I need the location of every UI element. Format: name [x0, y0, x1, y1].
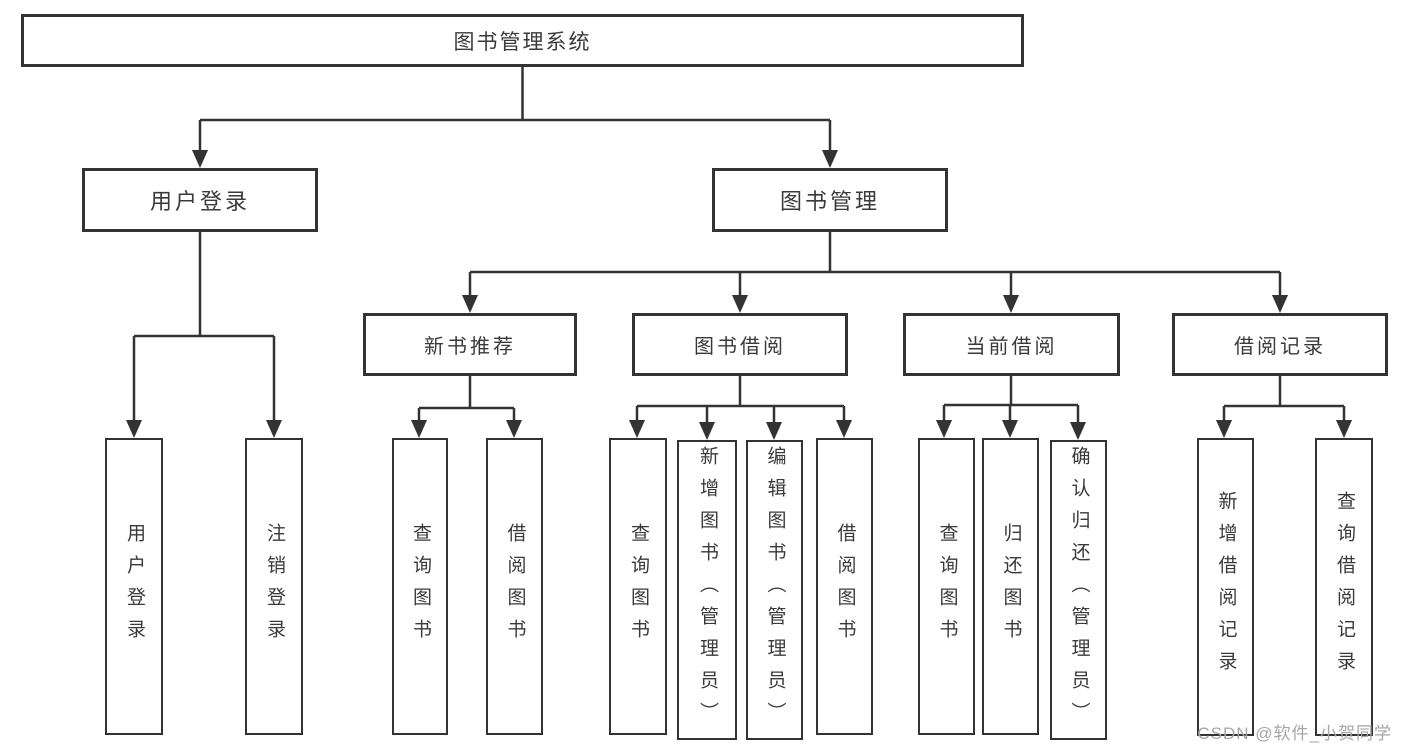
node-current-borrow-label: 当前借阅: [965, 336, 1058, 358]
node-current-borrow: 当前借阅: [903, 313, 1120, 376]
leaf-current-query-books: 查询图书: [918, 438, 975, 735]
leaf-current-confirm-return-admin-label: 确认归还（管理员）: [1068, 446, 1090, 734]
node-book-management: 图书管理: [712, 168, 948, 232]
leaf-borrow-add-books-admin: 新增图书（管理员）: [677, 440, 737, 740]
leaf-logout: 注销登录: [245, 438, 303, 735]
leaf-newbook-query-books: 查询图书: [392, 438, 448, 735]
node-new-book-recommend-label: 新书推荐: [424, 336, 516, 358]
leaf-newbook-borrow-books-label: 借阅图书: [504, 522, 526, 651]
arrowheads: [126, 150, 1352, 440]
leaf-borrow-add-books-admin-label: 新增图书（管理员）: [696, 446, 718, 734]
node-root: 图书管理系统: [21, 14, 1024, 67]
leaf-record-add-borrow-record: 新增借阅记录: [1197, 438, 1254, 736]
node-borrow-record: 借阅记录: [1172, 313, 1388, 376]
leaf-borrow-query-books-label: 查询图书: [627, 522, 649, 651]
leaf-borrow-query-books: 查询图书: [609, 438, 667, 735]
leaf-user-login: 用户登录: [105, 438, 163, 735]
csdn-watermark: CSDN @软件_小贺同学: [1197, 724, 1392, 743]
leaf-user-login-label: 用户登录: [123, 522, 145, 651]
node-new-book-recommend: 新书推荐: [363, 313, 577, 376]
node-borrow-record-label: 借阅记录: [1234, 336, 1326, 358]
node-user-login: 用户登录: [82, 168, 318, 232]
leaf-record-add-borrow-record-label: 新增借阅记录: [1215, 491, 1237, 683]
leaf-record-query-borrow-record-label: 查询借阅记录: [1333, 491, 1355, 683]
leaf-current-return-books-label: 归还图书: [1000, 522, 1022, 651]
leaf-borrow-borrow-books-label: 借阅图书: [834, 522, 856, 651]
leaf-newbook-query-books-label: 查询图书: [409, 522, 431, 651]
leaf-record-query-borrow-record: 查询借阅记录: [1315, 438, 1373, 736]
node-book-borrow: 图书借阅: [632, 313, 848, 376]
leaf-borrow-borrow-books: 借阅图书: [816, 438, 873, 735]
node-book-borrow-label: 图书借阅: [694, 336, 786, 358]
leaf-current-query-books-label: 查询图书: [936, 522, 958, 651]
leaf-borrow-edit-books-admin: 编辑图书（管理员）: [746, 440, 803, 740]
node-user-login-label: 用户登录: [149, 189, 250, 214]
leaf-current-return-books: 归还图书: [982, 438, 1039, 735]
leaf-logout-label: 注销登录: [263, 522, 285, 651]
leaf-newbook-borrow-books: 借阅图书: [486, 438, 543, 735]
node-root-label: 图书管理系统: [453, 30, 592, 54]
node-book-management-label: 图书管理: [779, 189, 880, 214]
leaf-current-confirm-return-admin: 确认归还（管理员）: [1050, 440, 1107, 740]
leaf-borrow-edit-books-admin-label: 编辑图书（管理员）: [764, 446, 786, 734]
